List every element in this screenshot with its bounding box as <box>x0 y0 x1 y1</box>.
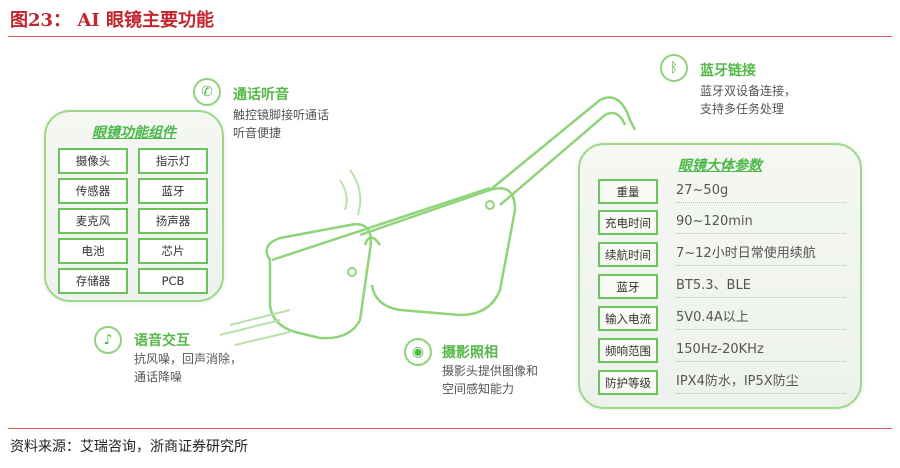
feature-desc: 支持多任务处理 <box>700 102 785 116</box>
title-divider <box>8 36 892 37</box>
param-label: 频响范围 <box>598 338 658 363</box>
component-cell: 电池 <box>58 238 128 264</box>
params-title: 眼镜大体参数 <box>678 158 762 174</box>
voice-icon: ♪ <box>94 326 122 354</box>
param-value: IPX4防水，IP5X防尘 <box>676 369 846 394</box>
figure-title: 图23： AI 眼镜主要功能 <box>10 10 214 31</box>
param-label: 充电时间 <box>598 210 658 235</box>
bluetooth-icon: ᛒ <box>660 54 688 82</box>
param-label: 输入电流 <box>598 306 658 331</box>
feature-desc: 抗风噪，回声消除， <box>134 352 243 366</box>
param-value: 90~120min <box>676 209 846 234</box>
component-cell: 摄像头 <box>58 148 128 174</box>
param-value: 7~12小时日常使用续航 <box>676 241 846 266</box>
feature-name: 通话听音 <box>233 87 289 103</box>
feature-desc: 通话降噪 <box>134 370 183 384</box>
params-panel: 眼镜大体参数 重量 27~50g 充电时间 90~120min 续航时间 7~1… <box>578 143 862 409</box>
param-value: 27~50g <box>676 178 846 203</box>
component-cell: 扬声器 <box>138 208 208 234</box>
param-value: 150Hz-20KHz <box>676 337 846 362</box>
component-cell: 存储器 <box>58 268 128 294</box>
feature-desc: 摄影头提供图像和 <box>442 364 539 378</box>
param-label: 续航时间 <box>598 242 658 267</box>
feature-name: 蓝牙链接 <box>700 63 756 79</box>
component-cell: PCB <box>138 268 208 294</box>
components-panel: 眼镜功能组件 摄像头 指示灯 传感器 蓝牙 麦克风 扬声器 电池 芯片 存储器 … <box>44 110 224 302</box>
param-value: BT5.3、BLE <box>676 273 846 298</box>
param-label: 防护等级 <box>598 370 658 395</box>
feature-desc: 触控镜脚接听通话 <box>233 108 330 122</box>
source-divider <box>8 428 892 429</box>
phone-icon: ✆ <box>193 78 221 106</box>
glasses-illustration <box>219 96 637 346</box>
param-label: 蓝牙 <box>598 274 658 299</box>
param-label: 重量 <box>598 179 658 204</box>
source-note: 资料来源：艾瑞咨询，浙商证券研究所 <box>10 439 248 455</box>
component-cell: 传感器 <box>58 178 128 204</box>
camera-icon: ◉ <box>404 338 432 366</box>
feature-desc: 空间感知能力 <box>442 382 515 396</box>
components-title: 眼镜功能组件 <box>92 125 176 141</box>
component-cell: 蓝牙 <box>138 178 208 204</box>
feature-desc: 蓝牙双设备连接， <box>700 84 797 98</box>
component-cell: 麦克风 <box>58 208 128 234</box>
feature-name: 摄影照相 <box>442 345 498 361</box>
param-value: 5V0.4A以上 <box>676 305 846 330</box>
component-cell: 芯片 <box>138 238 208 264</box>
feature-desc: 听音便捷 <box>233 126 282 140</box>
feature-name: 语音交互 <box>134 333 190 349</box>
component-cell: 指示灯 <box>138 148 208 174</box>
